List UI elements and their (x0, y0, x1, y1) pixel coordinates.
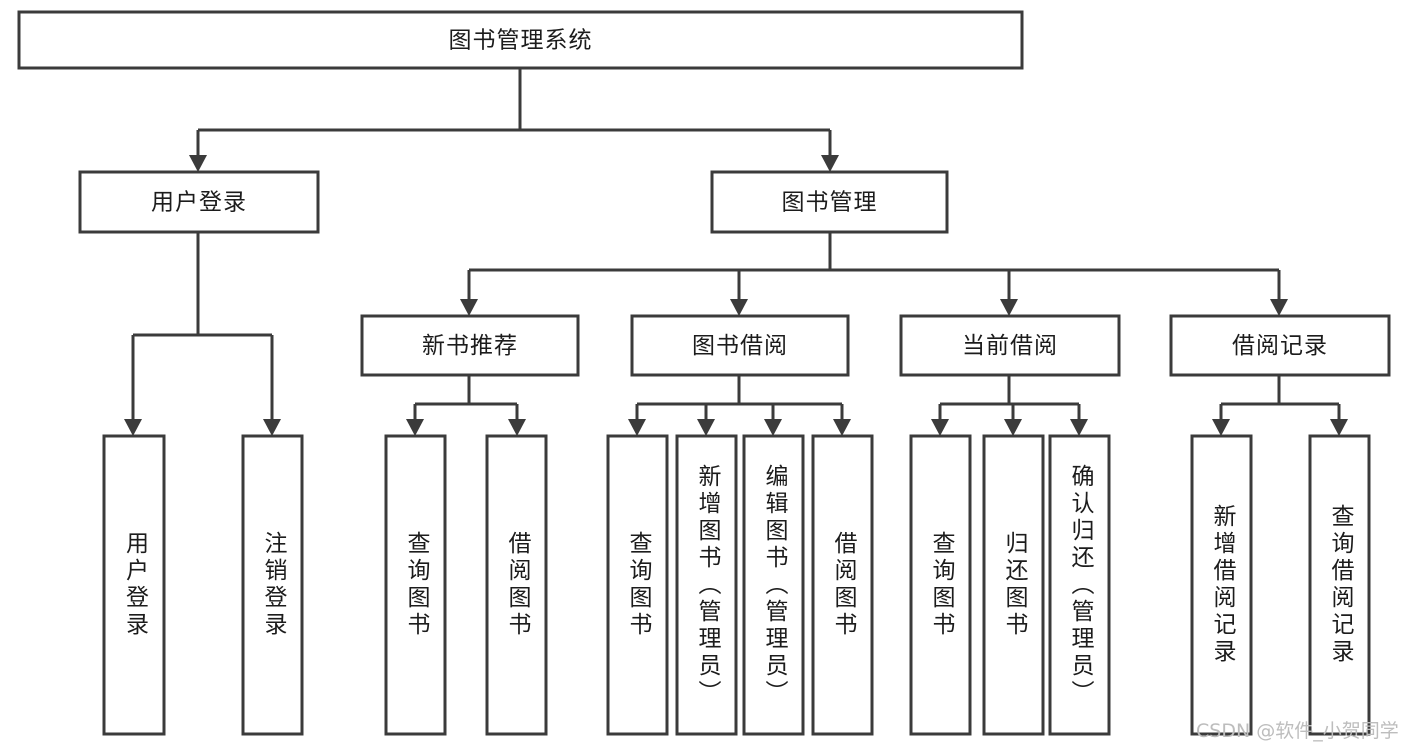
arrowhead-bm-to-bb (730, 299, 748, 316)
node-box-leaf-return-book[interactable] (982, 434, 1045, 736)
arrowhead-cb-to-leaf1 (931, 419, 949, 436)
node-box-book-manage[interactable] (710, 170, 949, 234)
arrowhead-ul-to-leaf1 (124, 419, 142, 436)
arrowhead-nbr-to-leaf2 (508, 419, 526, 436)
node-box-root[interactable] (17, 10, 1024, 70)
node-box-leaf-borrow-book-nbr[interactable] (485, 434, 548, 736)
arrowhead-bb-to-leaf1 (628, 419, 646, 436)
node-box-current-borrow[interactable] (899, 314, 1121, 377)
node-box-leaf-query-book-nbr[interactable] (384, 434, 447, 736)
node-label-current-borrow: 当前借阅 (962, 333, 1058, 359)
connector-layer (124, 68, 1348, 436)
node-box-user-login[interactable] (78, 170, 320, 234)
node-box-leaf-user-login[interactable] (102, 434, 166, 736)
arrowhead-bm-to-br (1270, 299, 1288, 316)
arrowhead-cb-to-leaf2 (1004, 419, 1022, 436)
arrowhead-bb-to-leaf2 (697, 419, 715, 436)
arrowhead-br-to-leaf1 (1212, 419, 1230, 436)
arrowhead-br-to-leaf2 (1330, 419, 1348, 436)
node-label-book-manage: 图书管理 (782, 190, 878, 216)
arrowhead-bb-to-leaf4 (833, 419, 851, 436)
arrowhead-ul-to-leaf2 (263, 419, 281, 436)
arrowhead-nbr-to-leaf1 (406, 419, 424, 436)
arrowhead-bm-to-nbr (460, 299, 478, 316)
node-box-new-book-recommend[interactable] (360, 314, 580, 377)
node-box-book-borrow[interactable] (630, 314, 850, 377)
node-box-leaf-add-borrow-record[interactable] (1190, 434, 1253, 736)
node-box-leaf-add-book-admin[interactable] (675, 434, 738, 736)
node-box-leaf-confirm-return-admin[interactable] (1048, 434, 1111, 736)
node-box-leaf-query-book-bb[interactable] (606, 434, 669, 736)
arrowhead-root-to-book-manage (821, 155, 839, 172)
node-box-borrow-record[interactable] (1169, 314, 1391, 377)
arrowhead-root-to-user-login (189, 155, 207, 172)
node-box-leaf-edit-book-admin[interactable] (742, 434, 805, 736)
node-box-leaf-query-borrow-record[interactable] (1308, 434, 1371, 736)
arrowhead-bb-to-leaf3 (764, 419, 782, 436)
node-label-user-login: 用户登录 (151, 190, 247, 216)
node-box-leaf-query-book-cb[interactable] (909, 434, 972, 736)
node-box-leaf-borrow-book-bb[interactable] (811, 434, 874, 736)
node-label-root: 图书管理系统 (449, 28, 593, 54)
node-label-new-book-recommend: 新书推荐 (422, 333, 518, 359)
arrowhead-bm-to-cb (1000, 299, 1018, 316)
node-label-borrow-record: 借阅记录 (1232, 333, 1328, 359)
arrowhead-cb-to-leaf3 (1070, 419, 1088, 436)
watermark-text: CSDN @软件_小贺同学 (1196, 720, 1399, 742)
node-label-book-borrow: 图书借阅 (692, 333, 788, 359)
node-box-leaf-user-logout[interactable] (241, 434, 304, 736)
